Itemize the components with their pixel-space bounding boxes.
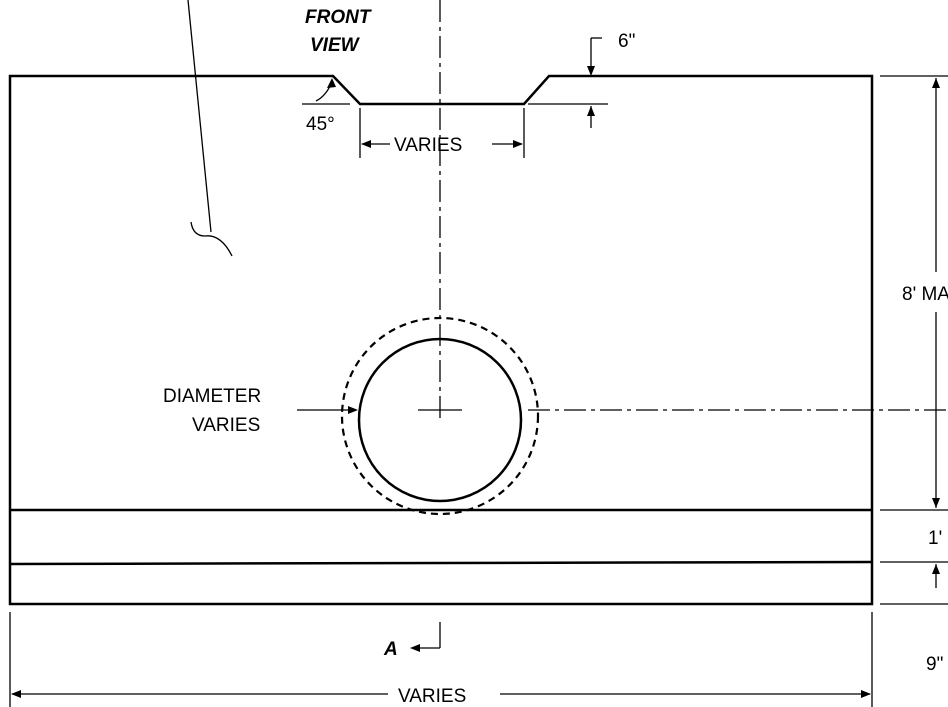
width-arrow-right (861, 690, 871, 698)
width-arrow-left (11, 690, 21, 698)
overall-width-label: VARIES (398, 686, 466, 707)
pipe-opening-circle (357, 337, 523, 503)
diameter-label-line2: VARIES (192, 415, 260, 436)
height-arrow-bottom (932, 498, 940, 508)
diameter-label-line1: DIAMETER (163, 386, 261, 407)
footing-offset-arrow (932, 564, 940, 574)
notch-arrow-left (361, 140, 371, 148)
notch-depth-arrow-up (587, 106, 595, 116)
chamfer-arrow (327, 78, 336, 88)
height-arrow-top (932, 78, 940, 88)
pipe-outer-dashed-circle (340, 316, 540, 516)
footing-bottom-line (9, 560, 873, 566)
material-leader-squiggle (190, 221, 233, 257)
footing-offset-label: 9" (926, 654, 943, 675)
material-leader-line (187, 0, 212, 233)
section-marker-arrow (410, 644, 420, 652)
view-title-line1: FRONT (305, 7, 372, 28)
wall-outline (8, 74, 874, 606)
footing-height-label: 1' (928, 528, 942, 549)
notch-arrow-right (513, 140, 523, 148)
chamfer-angle-arc (315, 81, 333, 102)
section-marker-label: A (383, 639, 398, 660)
view-title-line2: VIEW (310, 35, 361, 56)
notch-depth-arrow-down (587, 66, 595, 76)
notch-width-label: VARIES (394, 135, 462, 156)
chamfer-angle-label: 45° (306, 114, 335, 135)
diameter-arrow (348, 406, 358, 414)
notch-depth-label: 6" (618, 31, 635, 52)
height-max-label: 8' MA (902, 284, 948, 305)
